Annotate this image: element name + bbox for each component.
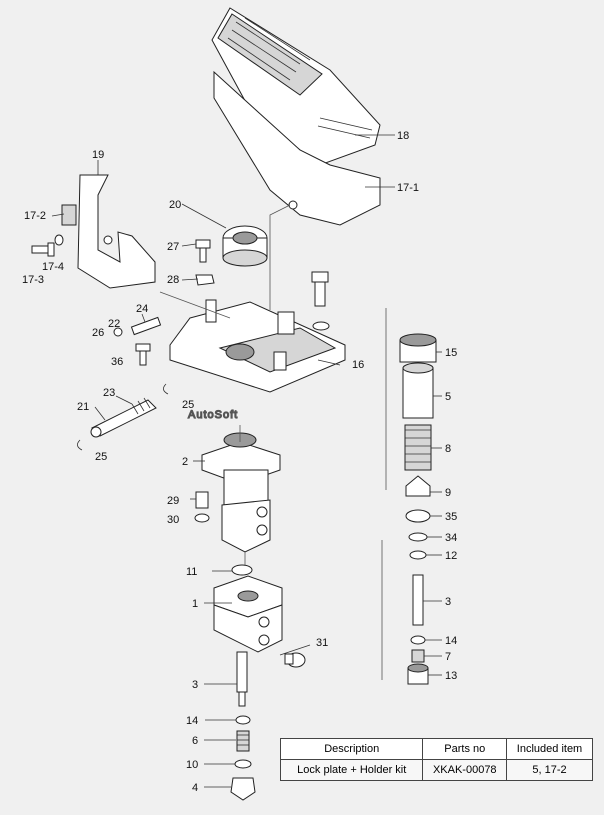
o-ring-11 bbox=[231, 564, 253, 576]
bolt-17-3 bbox=[31, 234, 64, 257]
callout-label: 22 bbox=[108, 318, 120, 330]
washer-14-left bbox=[235, 715, 251, 725]
cell-parts-no: XKAK-00078 bbox=[422, 759, 508, 781]
callout-label: 3 bbox=[445, 596, 451, 608]
valve-body-1 bbox=[213, 575, 283, 653]
callout-label: 36 bbox=[111, 356, 123, 368]
callout-label: 14 bbox=[186, 715, 198, 727]
callout-label: 2 bbox=[182, 456, 188, 468]
pedal-body bbox=[213, 70, 381, 226]
callout-label: 10 bbox=[186, 759, 198, 771]
callout-label: 26 bbox=[92, 327, 104, 339]
callout-label: 8 bbox=[445, 443, 451, 455]
callout-label: 9 bbox=[445, 487, 451, 499]
screw-36 bbox=[135, 343, 151, 366]
snap-ring-25-a bbox=[77, 439, 83, 451]
callout-label: 21 bbox=[77, 401, 89, 413]
snap-ring-25-b bbox=[163, 383, 169, 395]
right-column-parts bbox=[381, 308, 437, 685]
callout-label: 24 bbox=[136, 303, 148, 315]
callout-label: 3 bbox=[192, 679, 198, 691]
leader-lines bbox=[51, 134, 442, 788]
pin-21 bbox=[90, 397, 157, 438]
table-row: Lock plate + Holder kit XKAK-00078 5, 17… bbox=[279, 759, 593, 781]
cell-description: Lock plate + Holder kit bbox=[279, 759, 424, 781]
assembly-axes bbox=[159, 204, 291, 566]
plug-31 bbox=[284, 652, 306, 668]
callout-labels: 18 17-1 19 17-2 17-4 17-3 20 27 28 24 22… bbox=[22, 130, 457, 794]
callout-label: 29 bbox=[167, 495, 179, 507]
holder-bracket bbox=[61, 174, 156, 289]
screw-27 bbox=[195, 239, 215, 286]
callout-label: 16 bbox=[352, 359, 364, 371]
callout-label: 31 bbox=[316, 637, 328, 649]
callout-label: 30 bbox=[167, 514, 179, 526]
pedal-pad bbox=[211, 7, 381, 166]
watermark: AutoSoft bbox=[188, 409, 238, 421]
callout-label: 7 bbox=[445, 651, 451, 663]
callout-label: 15 bbox=[445, 347, 457, 359]
column-header-included-item: Included item bbox=[506, 738, 593, 760]
callout-label: 12 bbox=[445, 550, 457, 562]
callout-label: 14 bbox=[445, 635, 457, 647]
callout-label: 25 bbox=[182, 399, 194, 411]
parts-kit-table: Description Parts no Included item Lock … bbox=[279, 738, 593, 781]
callout-label: 27 bbox=[167, 241, 179, 253]
screw-29 bbox=[194, 491, 210, 523]
column-header-parts-no: Parts no bbox=[422, 738, 508, 760]
callout-label: 17-2 bbox=[24, 210, 46, 222]
o-ring-10 bbox=[234, 759, 252, 769]
callout-label: 25 bbox=[95, 451, 107, 463]
cell-included-item: 5, 17-2 bbox=[506, 759, 593, 781]
callout-label: 6 bbox=[192, 735, 198, 747]
callout-label: 35 bbox=[445, 511, 457, 523]
lock-plate bbox=[169, 299, 346, 393]
cam-bolt bbox=[311, 271, 330, 331]
callout-label: 34 bbox=[445, 532, 457, 544]
callout-label: 11 bbox=[186, 566, 197, 578]
plug-4 bbox=[230, 777, 256, 801]
table-header-row: Description Parts no Included item bbox=[279, 738, 593, 760]
callout-label: 13 bbox=[445, 670, 457, 682]
callout-label: 17-4 bbox=[42, 261, 64, 273]
callout-label: 4 bbox=[192, 782, 198, 794]
column-header-description: Description bbox=[279, 738, 424, 760]
callout-label: 23 bbox=[103, 387, 115, 399]
rubber-boot bbox=[222, 225, 268, 267]
spring-6 bbox=[236, 730, 250, 752]
callout-label: 5 bbox=[445, 391, 451, 403]
callout-label: 19 bbox=[92, 149, 104, 161]
callout-label: 1 bbox=[192, 598, 198, 610]
spool-3-left bbox=[236, 651, 248, 707]
callout-label: 28 bbox=[167, 274, 179, 286]
valve-body-2 bbox=[201, 432, 281, 553]
callout-label: 18 bbox=[397, 130, 409, 142]
callout-label: 17-3 bbox=[22, 274, 44, 286]
callout-label: 20 bbox=[169, 199, 181, 211]
spring-pin-24 bbox=[113, 316, 162, 337]
callout-label: 17-1 bbox=[397, 182, 419, 194]
